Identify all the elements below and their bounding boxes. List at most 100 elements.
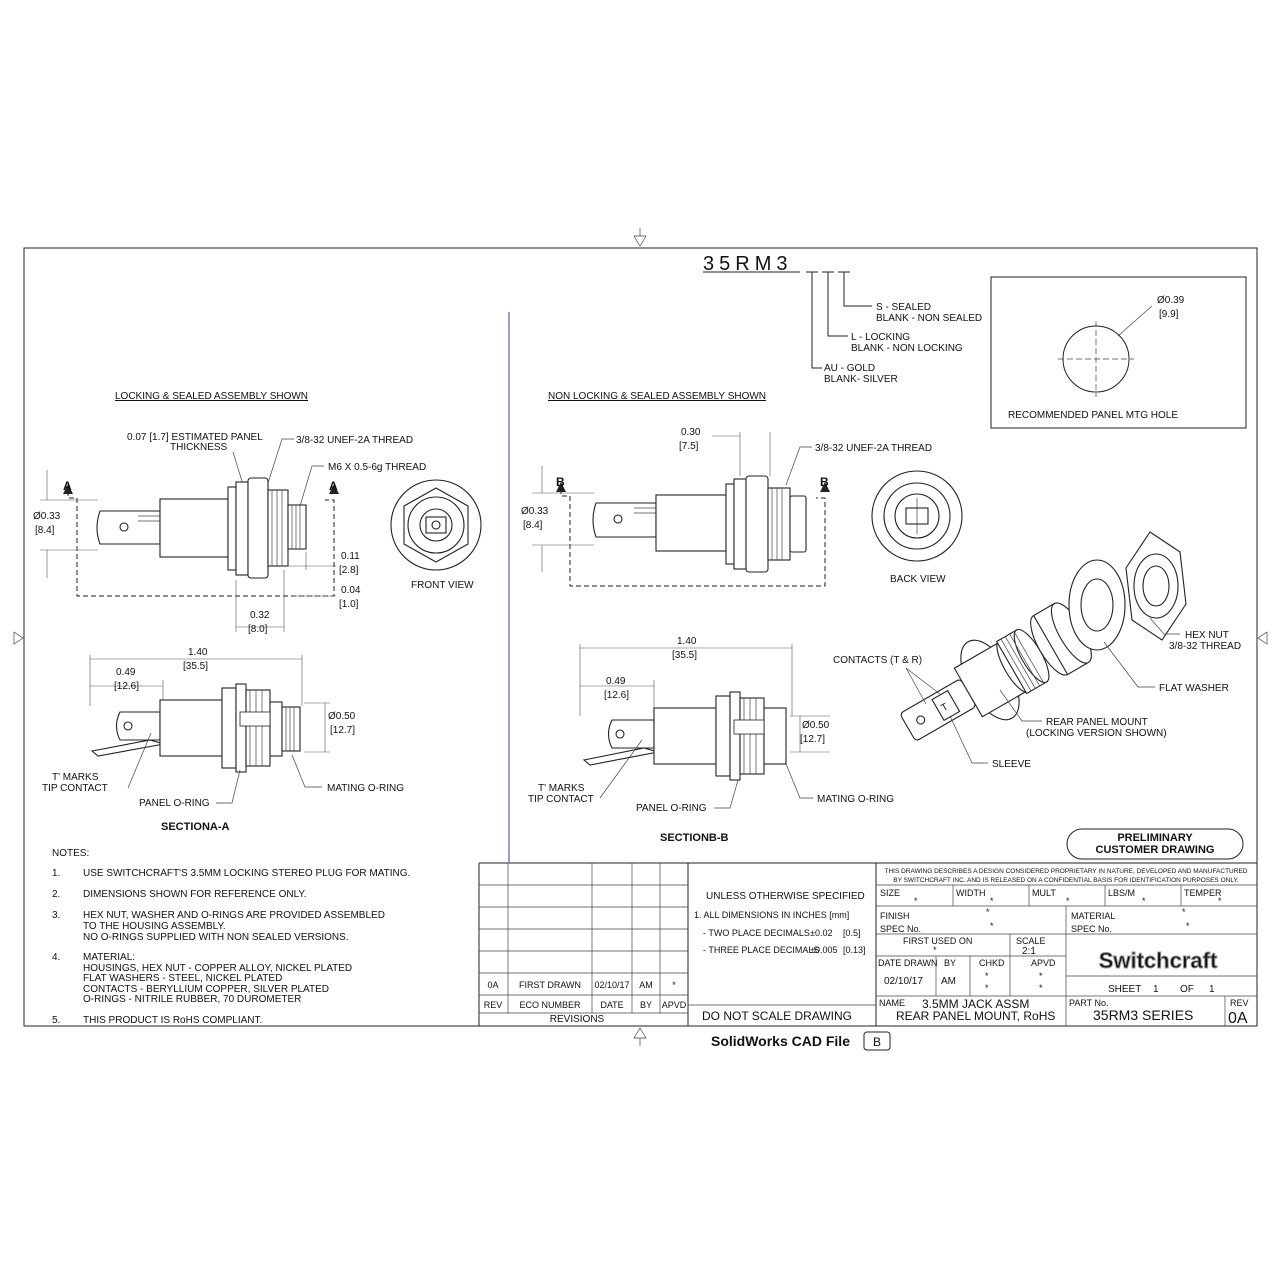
svg-text:*: * xyxy=(1039,971,1043,981)
option-locking: L - LOCKING xyxy=(851,332,910,343)
section-a-length: 1.40 xyxy=(188,647,208,658)
note-5-num: 5. xyxy=(52,1015,60,1026)
exploded-view-drawing: T xyxy=(900,531,1187,741)
left-thread-2: M6 X 0.5-6g THREAD xyxy=(328,462,426,473)
svg-text:*: * xyxy=(1066,896,1070,906)
panel-thickness-label-2: THICKNESS xyxy=(170,442,228,453)
finish-label: FINISH xyxy=(880,911,910,921)
mounting-hole-box xyxy=(990,276,1247,429)
section-b-panel-oring: PANEL O-RING xyxy=(636,803,707,814)
note-2-num: 2. xyxy=(52,889,60,900)
section-b-dia-mm: [12.7] xyxy=(800,734,825,745)
left-side-jack xyxy=(96,477,307,579)
section-b-marks-1: T' MARKS xyxy=(538,783,585,794)
rev-label: REV xyxy=(1230,998,1249,1008)
tolerance-heading: UNLESS OTHERWISE SPECIFIED xyxy=(706,891,865,902)
part-no-label: PART No. xyxy=(1069,998,1109,1008)
svg-text:*: * xyxy=(985,971,989,981)
option-sealed: S - SEALED xyxy=(876,302,931,313)
tolerance-two-mm: [0.5] xyxy=(843,928,861,938)
of-value: 1 xyxy=(1209,984,1215,995)
preliminary-stamp xyxy=(1066,828,1244,860)
rev-value: 0A xyxy=(1228,1010,1248,1027)
note-4-num: 4. xyxy=(52,952,60,963)
svg-text:*: * xyxy=(914,896,918,906)
by-label: BY xyxy=(944,958,956,968)
tolerance-three-place: - THREE PLACE DECIMALS xyxy=(703,945,819,955)
sheet-label: SHEET xyxy=(1108,984,1141,995)
rev-row-apvd: * xyxy=(672,980,676,990)
section-marker-a-right: A xyxy=(329,479,338,493)
width-label: WIDTH xyxy=(956,888,986,898)
section-a-length-mm: [35.5] xyxy=(183,661,208,672)
svg-text:*: * xyxy=(933,945,937,955)
cad-file-label: SolidWorks CAD File xyxy=(711,1033,850,1049)
option-leader-locking xyxy=(827,272,848,337)
proprietary-line-2: BY SWITCHCRAFT INC. AND IS RELEASED ON A… xyxy=(893,877,1239,884)
left-d1: 0.11 xyxy=(341,551,360,562)
chkd-label: CHKD xyxy=(979,958,1005,968)
part-code-prefix: 35RM3 xyxy=(703,253,792,275)
svg-text:*: * xyxy=(1142,896,1146,906)
section-a-drawing xyxy=(90,683,301,773)
stamp-line-2: CUSTOMER DRAWING xyxy=(1096,844,1215,856)
right-side-jack xyxy=(592,475,807,573)
apvd-label: APVD xyxy=(1031,958,1056,968)
date-drawn-label: DATE DRAWN xyxy=(878,958,938,968)
name-line-1: 3.5MM JACK ASSM xyxy=(922,997,1029,1011)
name-label: NAME xyxy=(879,998,905,1008)
section-b-marks-2: TIP CONTACT xyxy=(528,794,594,805)
center-mark-left xyxy=(13,631,24,645)
hex-nut-thread-label: 3/8-32 THREAD xyxy=(1169,641,1241,652)
svg-text:*: * xyxy=(1182,907,1186,917)
lbs-label: LBS/M xyxy=(1108,888,1135,898)
right-thread-1: 3/8-32 UNEF-2A THREAD xyxy=(815,443,932,454)
section-a-marks-1: T' MARKS xyxy=(52,772,99,783)
section-marker-a-left: A xyxy=(63,479,72,493)
first-used-label: FIRST USED ON xyxy=(903,936,972,946)
temper-label: TEMPER xyxy=(1184,888,1222,898)
scale-label: SCALE xyxy=(1016,936,1046,946)
spec-label: SPEC No. xyxy=(880,924,921,934)
back-view-drawing xyxy=(871,470,963,562)
left-d2-mm: [1.0] xyxy=(339,599,359,610)
by-value: AM xyxy=(941,976,956,987)
svg-text:*: * xyxy=(1186,921,1190,931)
size-label: SIZE xyxy=(880,888,900,898)
sleeve-label: SLEEVE xyxy=(992,759,1031,770)
svg-text:T: T xyxy=(940,701,951,714)
left-d3-mm: [8.0] xyxy=(248,624,268,635)
svg-text:*: * xyxy=(1218,896,1222,906)
section-line-b xyxy=(560,489,826,587)
section-b-length: 1.40 xyxy=(677,636,697,647)
left-dia-mm: [8.4] xyxy=(35,525,55,536)
option-silver: BLANK- SILVER xyxy=(824,374,898,385)
section-a-dia-mm: [12.7] xyxy=(330,725,355,736)
center-mark-right xyxy=(1257,631,1268,645)
note-5-line-1: THIS PRODUCT IS RoHS COMPLIANT. xyxy=(83,1015,262,1026)
tolerance-line-1: 1. ALL DIMENSIONS IN INCHES [mm] xyxy=(694,910,849,920)
note-1-line-1: USE SWITCHCRAFT'S 3.5MM LOCKING STEREO P… xyxy=(83,868,410,879)
section-a-sub: 0.49 xyxy=(116,667,136,678)
left-view-heading: LOCKING & SEALED ASSEMBLY SHOWN xyxy=(115,391,308,402)
rear-mount-label: REAR PANEL MOUNT xyxy=(1046,717,1148,728)
panel-thickness-label: 0.07 [1.7] ESTIMATED PANEL xyxy=(127,432,263,443)
section-marker-b-right: B xyxy=(820,475,829,489)
svg-text:*: * xyxy=(990,921,994,931)
option-gold: AU - GOLD xyxy=(824,363,875,374)
note-1-num: 1. xyxy=(52,868,60,879)
note-3-line-2: TO THE HOUSING ASSEMBLY. xyxy=(83,921,226,932)
section-a-marks-2: TIP CONTACT xyxy=(42,783,108,794)
stamp-line-1: PRELIMINARY xyxy=(1117,832,1193,844)
svg-text:*: * xyxy=(990,896,994,906)
rev-header-eco: ECO NUMBER xyxy=(519,1000,581,1010)
cad-file-badge[interactable] xyxy=(863,1031,891,1051)
right-d0-mm: [7.5] xyxy=(679,441,699,452)
note-2-line-1: DIMENSIONS SHOWN FOR REFERENCE ONLY. xyxy=(83,889,307,900)
tolerance-two-place: - TWO PLACE DECIMALS xyxy=(703,928,810,938)
section-b-title: SECTIONB-B xyxy=(660,832,729,844)
right-dia: Ø0.33 xyxy=(521,506,549,517)
cad-file-badge-text: B xyxy=(873,1035,881,1049)
mounting-hole-label: RECOMMENDED PANEL MTG HOLE xyxy=(1008,410,1178,421)
tolerance-two-val: ±0.02 xyxy=(810,928,832,938)
